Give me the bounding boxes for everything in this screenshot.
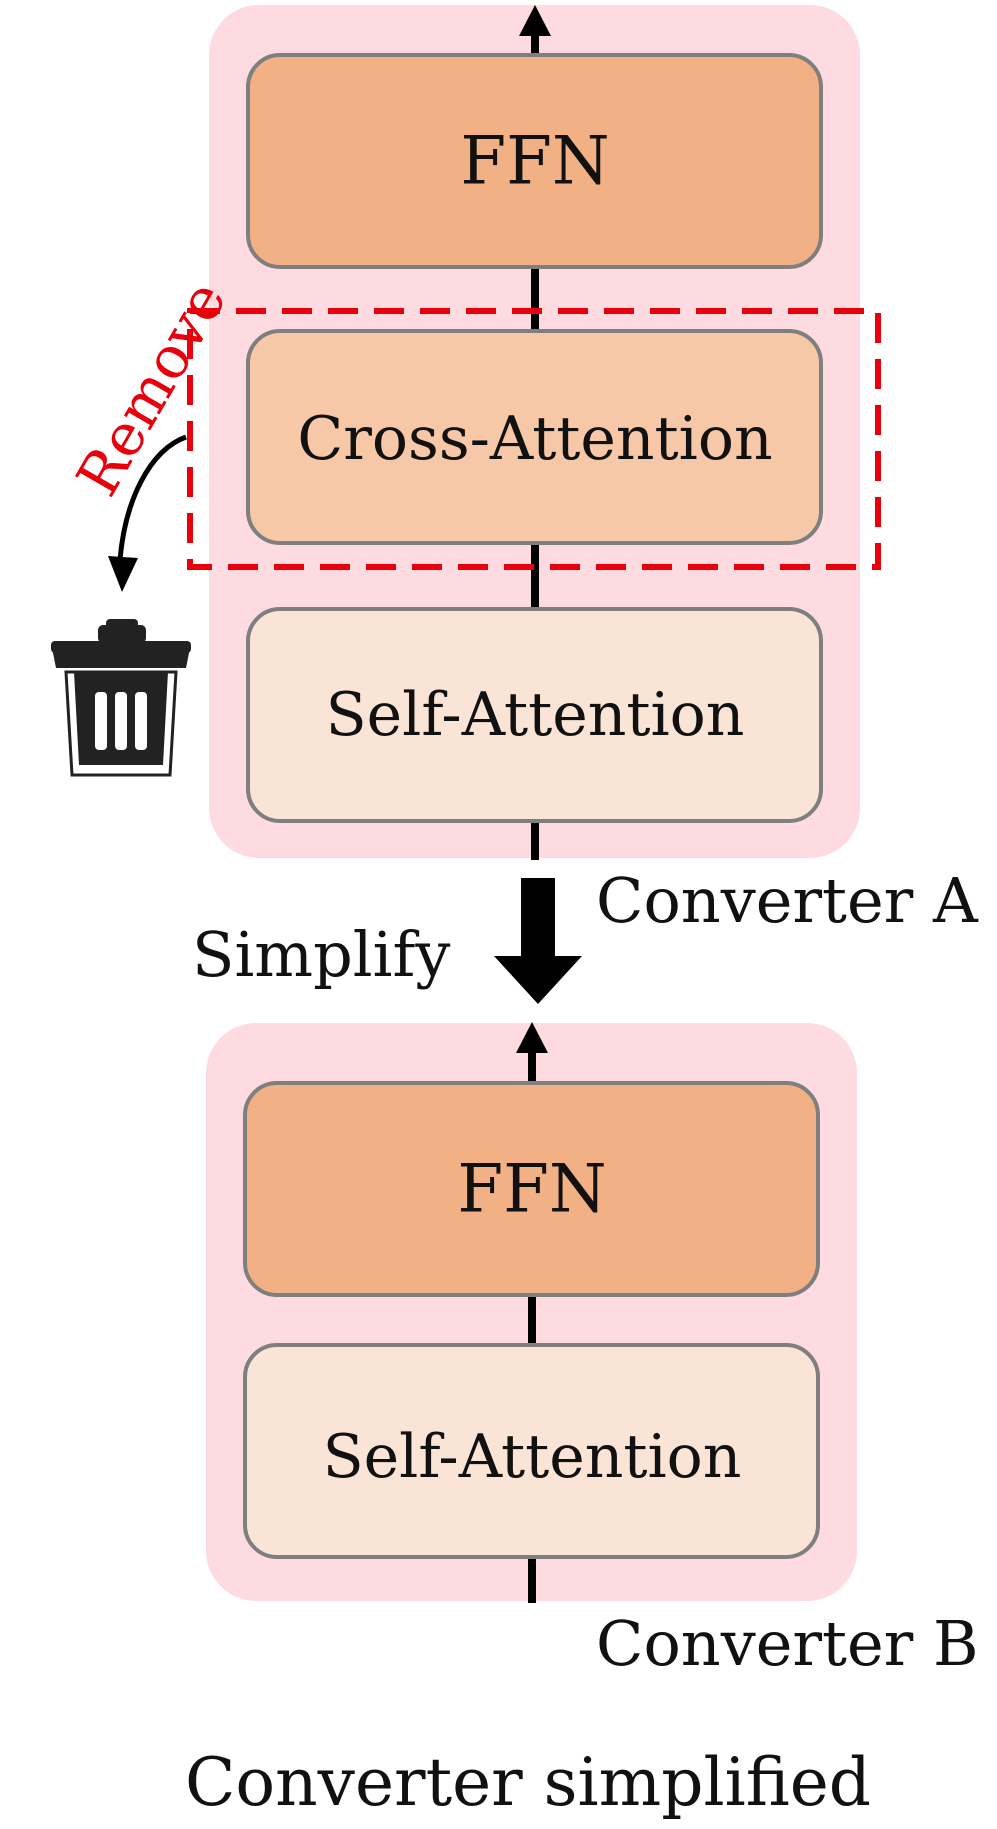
simplify-arrow-icon — [494, 878, 582, 1004]
converter-a-ffn-block — [246, 53, 823, 269]
remove-curved-arrow — [117, 434, 187, 561]
simplify-label: Simplify — [192, 918, 450, 991]
converter-a-ffn-label: FFN — [460, 123, 609, 200]
converter-b-label: Converter B — [596, 1607, 979, 1680]
diagram-caption: Converter simplified — [185, 1744, 871, 1821]
converter-b-ffn-label: FFN — [457, 1151, 606, 1228]
converter-a-cross-attention-label: Cross-Attention — [297, 404, 772, 474]
remove-dashed-box — [187, 308, 881, 570]
converter-b-output-arrow-icon — [516, 1022, 548, 1053]
converter-a-label: Converter A — [596, 864, 979, 937]
converter-b-self-attention-label: Self-Attention — [323, 1422, 742, 1492]
converter-a-self-attention-label: Self-Attention — [326, 680, 745, 750]
remove-curved-arrow-head-icon — [108, 556, 138, 592]
converter-b-ffn-block — [243, 1081, 820, 1297]
converter-a-output-arrow-icon — [519, 5, 551, 36]
trash-can-icon — [51, 619, 191, 777]
converter-a-self-attention-block — [246, 607, 823, 823]
converter-b-self-attention-block — [243, 1343, 820, 1559]
converter-a-cross-attention-block — [246, 329, 823, 545]
